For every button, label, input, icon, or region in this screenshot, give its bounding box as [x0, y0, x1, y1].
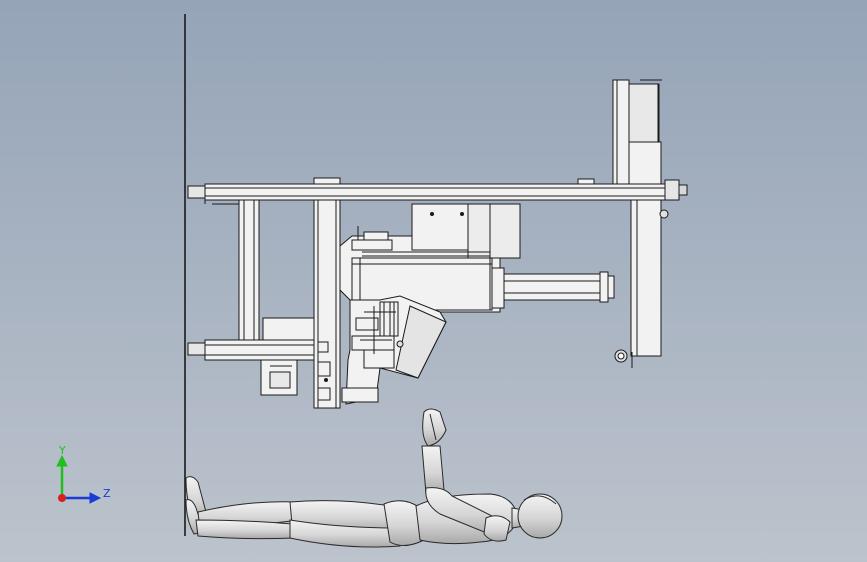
lower-beam: [187, 339, 316, 361]
y-axis-label: Y: [58, 444, 66, 457]
top-beam: [187, 177, 688, 205]
reference-triad: Y Z: [56, 444, 111, 504]
y-axis-arrow-icon: [56, 454, 68, 467]
mannequin-hand: [483, 515, 511, 542]
origin-icon: [58, 494, 66, 502]
mannequin-thigh: [289, 519, 401, 548]
tool-head: [341, 295, 447, 405]
mannequin-leg: [195, 519, 295, 540]
vertical-mast: [313, 199, 341, 409]
machine-assembly[interactable]: [187, 79, 688, 409]
z-axis-arrow-icon: [89, 492, 102, 504]
left-posts: [238, 199, 260, 341]
right-column: [612, 79, 669, 368]
mannequin-upper-arm: [421, 445, 445, 495]
mannequin-head: [517, 493, 563, 539]
human-mannequin[interactable]: [185, 408, 563, 548]
mannequin-hand: [422, 408, 447, 447]
z-axis-label: Z: [103, 487, 111, 500]
actuator-cylinder: [491, 267, 615, 309]
base-block: [260, 317, 316, 396]
